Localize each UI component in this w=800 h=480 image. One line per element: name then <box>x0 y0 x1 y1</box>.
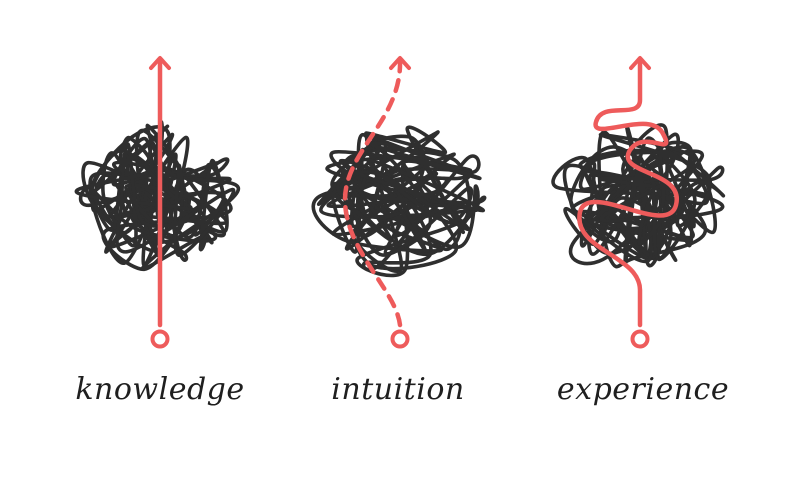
tangle-strand-knowledge <box>74 124 236 257</box>
label-knowledge: knowledge <box>75 372 245 407</box>
tangle-strand-experience <box>598 132 726 262</box>
tangle-strand-knowledge <box>124 123 241 271</box>
tangle-knowledge <box>74 120 241 272</box>
panel-intuition <box>311 56 487 349</box>
tangle-strand-intuition <box>336 141 486 257</box>
arrow-up-icon <box>629 56 651 70</box>
tangle-strand-experience <box>568 143 710 266</box>
circle-start-icon <box>390 329 410 349</box>
circle-start-icon <box>150 329 170 349</box>
circle-start-icon <box>630 329 650 349</box>
solution-path-experience <box>577 57 679 328</box>
panel-experience <box>551 56 726 349</box>
label-experience: experience <box>556 372 730 407</box>
path-intuition <box>342 56 411 349</box>
tangle-strand-experience <box>562 163 725 261</box>
solution-path-intuition <box>342 57 403 328</box>
tangle-intuition <box>311 125 487 278</box>
path-experience <box>577 56 679 349</box>
arrow-up-icon <box>149 56 171 70</box>
label-intuition: intuition <box>331 372 465 407</box>
path-knowledge <box>149 56 171 349</box>
tangle-strand-knowledge <box>89 128 227 254</box>
panel-knowledge <box>74 56 241 349</box>
tangle-experience <box>551 123 726 269</box>
arrow-up-icon <box>389 56 411 70</box>
